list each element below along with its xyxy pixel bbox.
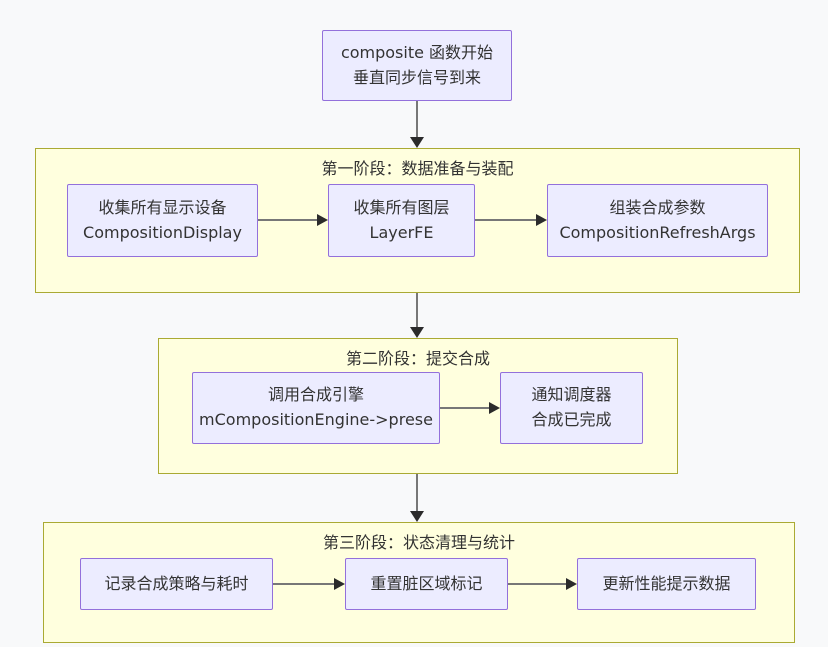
stage1-title: 第一阶段：数据准备与装配 xyxy=(321,159,514,178)
arrowhead-right xyxy=(489,402,500,414)
arrow-line xyxy=(273,583,335,585)
arrow-line xyxy=(258,219,318,221)
node-collect-displays-line2: CompositionDisplay xyxy=(83,222,242,242)
node-collect-displays: 收集所有显示设备 CompositionDisplay xyxy=(67,184,258,257)
arrow-line xyxy=(440,407,490,409)
arrowhead-right xyxy=(317,214,328,226)
stage2-title: 第二阶段：提交合成 xyxy=(345,349,490,368)
arrowhead-right xyxy=(536,214,547,226)
node-update-perf-line1: 更新性能提示数据 xyxy=(602,573,731,593)
node-record-strategy-line1: 记录合成策略与耗时 xyxy=(104,573,249,593)
arrowhead-right xyxy=(334,578,345,590)
node-reset-dirty-line1: 重置脏区域标记 xyxy=(370,573,483,593)
node-notify-scheduler-line1: 通知调度器 xyxy=(531,385,612,405)
node-call-engine: 调用合成引擎 mCompositionEngine->prese xyxy=(192,372,440,444)
node-record-strategy: 记录合成策略与耗时 xyxy=(80,558,273,610)
arrow-line xyxy=(416,474,418,511)
arrow-line xyxy=(416,101,418,138)
arrowhead-down xyxy=(410,137,424,148)
node-composite-start: composite 函数开始 垂直同步信号到来 xyxy=(322,30,512,101)
stage3-title: 第三阶段：状态清理与统计 xyxy=(322,533,515,552)
arrow-line xyxy=(416,293,418,327)
node-collect-layers-line2: LayerFE xyxy=(369,222,434,242)
node-collect-layers: 收集所有图层 LayerFE xyxy=(328,184,475,257)
node-call-engine-line2: mCompositionEngine->prese xyxy=(199,410,433,429)
arrow-line xyxy=(508,583,567,585)
node-call-engine-line1: 调用合成引擎 xyxy=(267,385,364,405)
node-update-perf: 更新性能提示数据 xyxy=(577,558,756,610)
node-composite-start-line2: 垂直同步信号到来 xyxy=(352,67,481,87)
arrowhead-down xyxy=(410,327,424,338)
node-collect-displays-line1: 收集所有显示设备 xyxy=(98,197,227,217)
node-collect-layers-line1: 收集所有图层 xyxy=(353,197,450,217)
node-assemble-args-line2: CompositionRefreshArgs xyxy=(559,222,756,242)
arrow-line xyxy=(475,219,536,221)
node-composite-start-line1: composite 函数开始 xyxy=(340,42,494,62)
node-reset-dirty: 重置脏区域标记 xyxy=(345,558,508,610)
arrowhead-down xyxy=(410,511,424,522)
arrowhead-right xyxy=(566,578,577,590)
node-assemble-args: 组装合成参数 CompositionRefreshArgs xyxy=(547,184,768,257)
node-notify-scheduler: 通知调度器 合成已完成 xyxy=(500,372,643,444)
node-assemble-args-line1: 组装合成参数 xyxy=(609,197,706,217)
node-notify-scheduler-line2: 合成已完成 xyxy=(531,410,612,429)
